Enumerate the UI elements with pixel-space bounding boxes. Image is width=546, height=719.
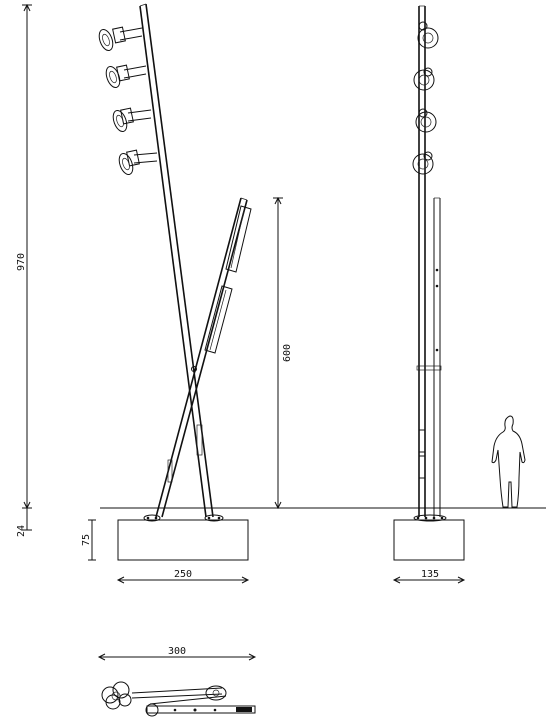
side-view: 250 <box>98 3 252 584</box>
spotlights-plan <box>101 681 132 710</box>
sign-pole-side <box>155 197 248 518</box>
spotlight-2-side <box>105 64 147 89</box>
dimension-side-base-width: 250 <box>116 569 250 584</box>
sign-plan <box>145 703 256 717</box>
base-plates-front <box>413 514 447 522</box>
spotlight-3-front <box>415 108 437 133</box>
spotlight-3-side <box>112 107 152 133</box>
human-figure <box>491 415 526 508</box>
dimension-front-base-width: 135 <box>392 569 466 584</box>
dimension-plan-width: 300 <box>97 646 257 661</box>
spotlight-1-front <box>417 21 439 49</box>
spotlight-2-front <box>413 67 435 91</box>
dimension-base-height: 75 <box>81 519 96 561</box>
dimension-label-250: 250 <box>174 569 192 580</box>
dimension-sign-height: 600 <box>273 196 293 510</box>
dimension-label-135: 135 <box>421 569 439 580</box>
dimension-base-offset: 24 <box>16 508 32 537</box>
dimension-label-300: 300 <box>168 646 186 657</box>
plan-view: 300 <box>97 646 257 717</box>
front-view-base <box>393 519 465 561</box>
dimension-label-75: 75 <box>81 534 92 546</box>
dimension-label-600: 600 <box>282 344 293 362</box>
dimension-total-height: 970 <box>16 3 32 510</box>
spotlight-4-side <box>118 149 158 176</box>
dimension-label-24: 24 <box>16 525 27 537</box>
mast-plan <box>131 685 227 705</box>
base-plates-side <box>143 514 224 522</box>
sign-pole-front <box>433 197 441 517</box>
front-view: 135 <box>392 5 526 584</box>
spotlight-1-side <box>98 26 143 52</box>
sign-panels-side <box>204 205 252 354</box>
spotlight-4-front <box>412 151 434 175</box>
side-view-base <box>117 519 249 561</box>
dimension-label-970: 970 <box>16 253 27 271</box>
